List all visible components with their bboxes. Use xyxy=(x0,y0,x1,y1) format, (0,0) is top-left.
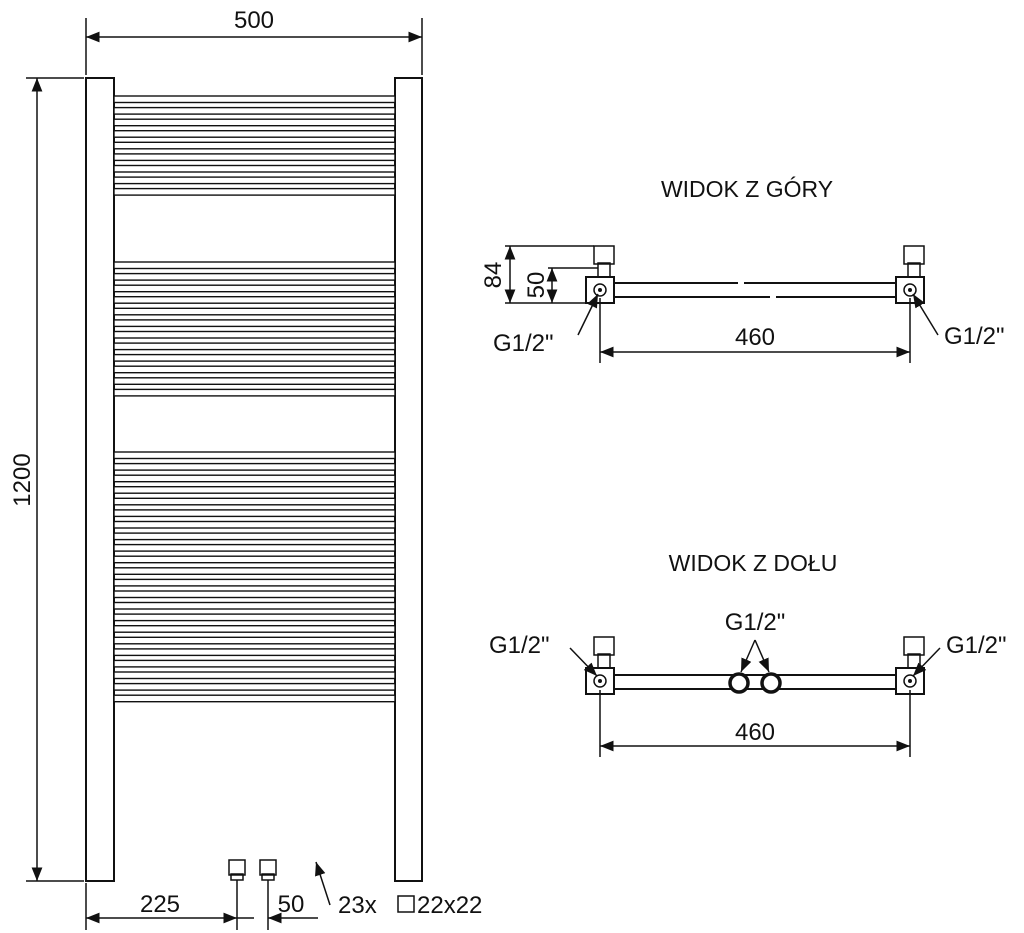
top-right-port xyxy=(903,283,917,297)
heating-rail xyxy=(113,555,396,564)
bottom-span-label: 460 xyxy=(735,719,775,746)
heating-rail xyxy=(113,694,396,703)
top-view-title: WIDOK Z GÓRY xyxy=(661,176,833,202)
depth-total-label: 84 xyxy=(480,262,507,289)
heating-rail xyxy=(113,284,396,293)
heating-rail xyxy=(113,388,396,397)
heating-rail xyxy=(113,682,396,691)
heating-rail xyxy=(113,153,396,162)
bottom-center-port-2 xyxy=(760,672,782,694)
left-post xyxy=(85,77,115,882)
front-view: 500 1200 225 50 23x 22x22 xyxy=(9,7,482,930)
top-view: WIDOK Z GÓRY 84 50 460 G1/2" xyxy=(480,176,1005,363)
heating-rail xyxy=(113,659,396,668)
bottom-conn-right: G1/2" xyxy=(946,632,1007,659)
bottom-conn-left: G1/2" xyxy=(489,632,550,659)
bottom-center-port-1 xyxy=(728,672,750,694)
heating-rail xyxy=(113,377,396,385)
bottom-dimensions: 225 50 xyxy=(85,880,318,930)
heating-rails xyxy=(113,95,396,703)
bottom-valves xyxy=(228,859,277,881)
heating-rail xyxy=(113,671,396,680)
depth-axis-label: 50 xyxy=(523,272,550,299)
heating-rail xyxy=(113,296,396,304)
width-dimension: 500 xyxy=(85,7,423,75)
heating-rail xyxy=(113,261,396,270)
heating-rail xyxy=(113,176,396,185)
bottom-view-title: WIDOK Z DOŁU xyxy=(669,550,838,576)
height-label: 1200 xyxy=(9,453,36,506)
heating-rail xyxy=(113,474,396,483)
heating-rail xyxy=(113,625,396,633)
valve-right xyxy=(259,859,277,876)
heating-rail xyxy=(113,187,396,196)
top-conn-right: G1/2" xyxy=(944,323,1005,350)
heating-rail xyxy=(113,451,396,460)
heating-rail xyxy=(113,319,396,328)
heating-rail xyxy=(113,567,396,575)
tube-profile: 22x22 xyxy=(417,892,482,919)
heating-rail xyxy=(113,95,396,104)
tube-count: 23x xyxy=(338,892,377,919)
heating-rail xyxy=(113,141,396,150)
square-profile-icon xyxy=(397,895,415,913)
heating-rail xyxy=(113,342,396,351)
heating-rail xyxy=(113,272,396,281)
top-span-label: 460 xyxy=(735,324,775,351)
heating-rail xyxy=(113,462,396,471)
heating-rail xyxy=(113,601,396,610)
heating-rail xyxy=(113,307,396,316)
heating-rail xyxy=(113,520,396,529)
heating-rail xyxy=(113,613,396,622)
heating-rail xyxy=(113,509,396,518)
valve-left xyxy=(228,859,246,876)
heating-rail xyxy=(113,353,396,362)
heating-rail xyxy=(113,648,396,657)
right-post xyxy=(394,77,423,882)
bottom-conn-center: G1/2" xyxy=(725,609,786,636)
heating-rail xyxy=(113,118,396,127)
width-label: 500 xyxy=(234,7,274,34)
heating-rail xyxy=(113,486,396,494)
heating-rail xyxy=(113,532,396,541)
heating-rail xyxy=(113,590,396,599)
heating-rail xyxy=(113,636,396,645)
top-conn-left: G1/2" xyxy=(493,330,554,357)
heating-rail xyxy=(113,330,396,339)
heating-rail xyxy=(113,578,396,587)
spacing-label: 50 xyxy=(278,891,305,918)
heating-rail xyxy=(113,164,396,173)
heating-rail xyxy=(113,129,396,138)
bottom-right-port xyxy=(903,674,917,688)
bottom-view: WIDOK Z DOŁU 460 G1/2" G1/2" G1/2" xyxy=(489,550,1007,757)
heating-rail xyxy=(113,365,396,374)
tube-callout: 23x 22x22 xyxy=(315,861,482,919)
bottom-left-port xyxy=(593,674,607,688)
heating-rail xyxy=(113,497,396,506)
heating-rail xyxy=(113,106,396,115)
offset-label: 225 xyxy=(140,891,180,918)
top-left-port xyxy=(593,283,607,297)
heating-rail xyxy=(113,543,396,552)
height-dimension: 1200 xyxy=(9,77,84,882)
